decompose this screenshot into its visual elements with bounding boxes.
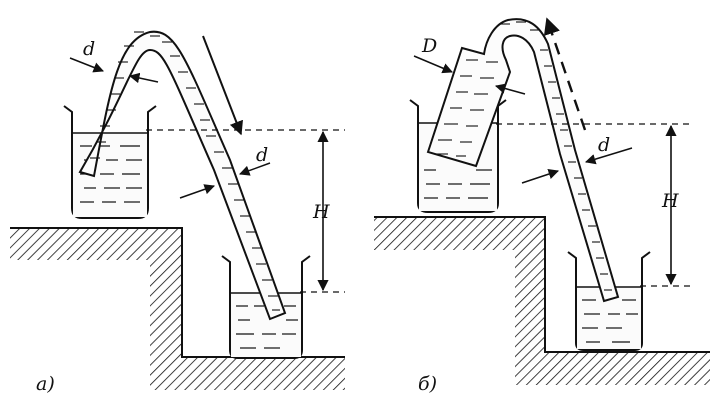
- label-h-b: H: [661, 190, 679, 212]
- flow-arrow-a: [202, 35, 243, 136]
- upper-beaker-a: [63, 105, 157, 219]
- label-d-lower-a: d: [256, 144, 268, 166]
- label-h-a: H: [312, 201, 330, 223]
- tube-diameter-arrow-left-b: [521, 169, 559, 184]
- diameter-arrow-lower-right-a: [239, 162, 271, 176]
- caption-b: б): [418, 373, 437, 395]
- wide-diameter-arrow-right-b: [494, 83, 526, 95]
- wide-diameter-arrow-left-b: [413, 55, 453, 74]
- label-d-tube-b: d: [598, 134, 610, 156]
- diameter-arrow-right-a: [128, 72, 159, 84]
- siphon-vessel-b: [426, 18, 620, 303]
- panel-a: d d H а): [10, 30, 345, 395]
- diameter-arrow-left-a: [69, 57, 104, 73]
- tube-diameter-arrow-right-b: [584, 147, 633, 165]
- lower-beaker-a: [221, 255, 311, 359]
- caption-a: а): [36, 373, 55, 395]
- label-d-upper-a: d: [83, 38, 95, 60]
- panel-b: D d H б): [374, 17, 710, 395]
- siphon-tube-a: [78, 30, 287, 321]
- ground-steps-b: [374, 216, 710, 385]
- diameter-arrow-lower-left-a: [179, 184, 215, 199]
- label-d-wide-b: D: [421, 35, 437, 57]
